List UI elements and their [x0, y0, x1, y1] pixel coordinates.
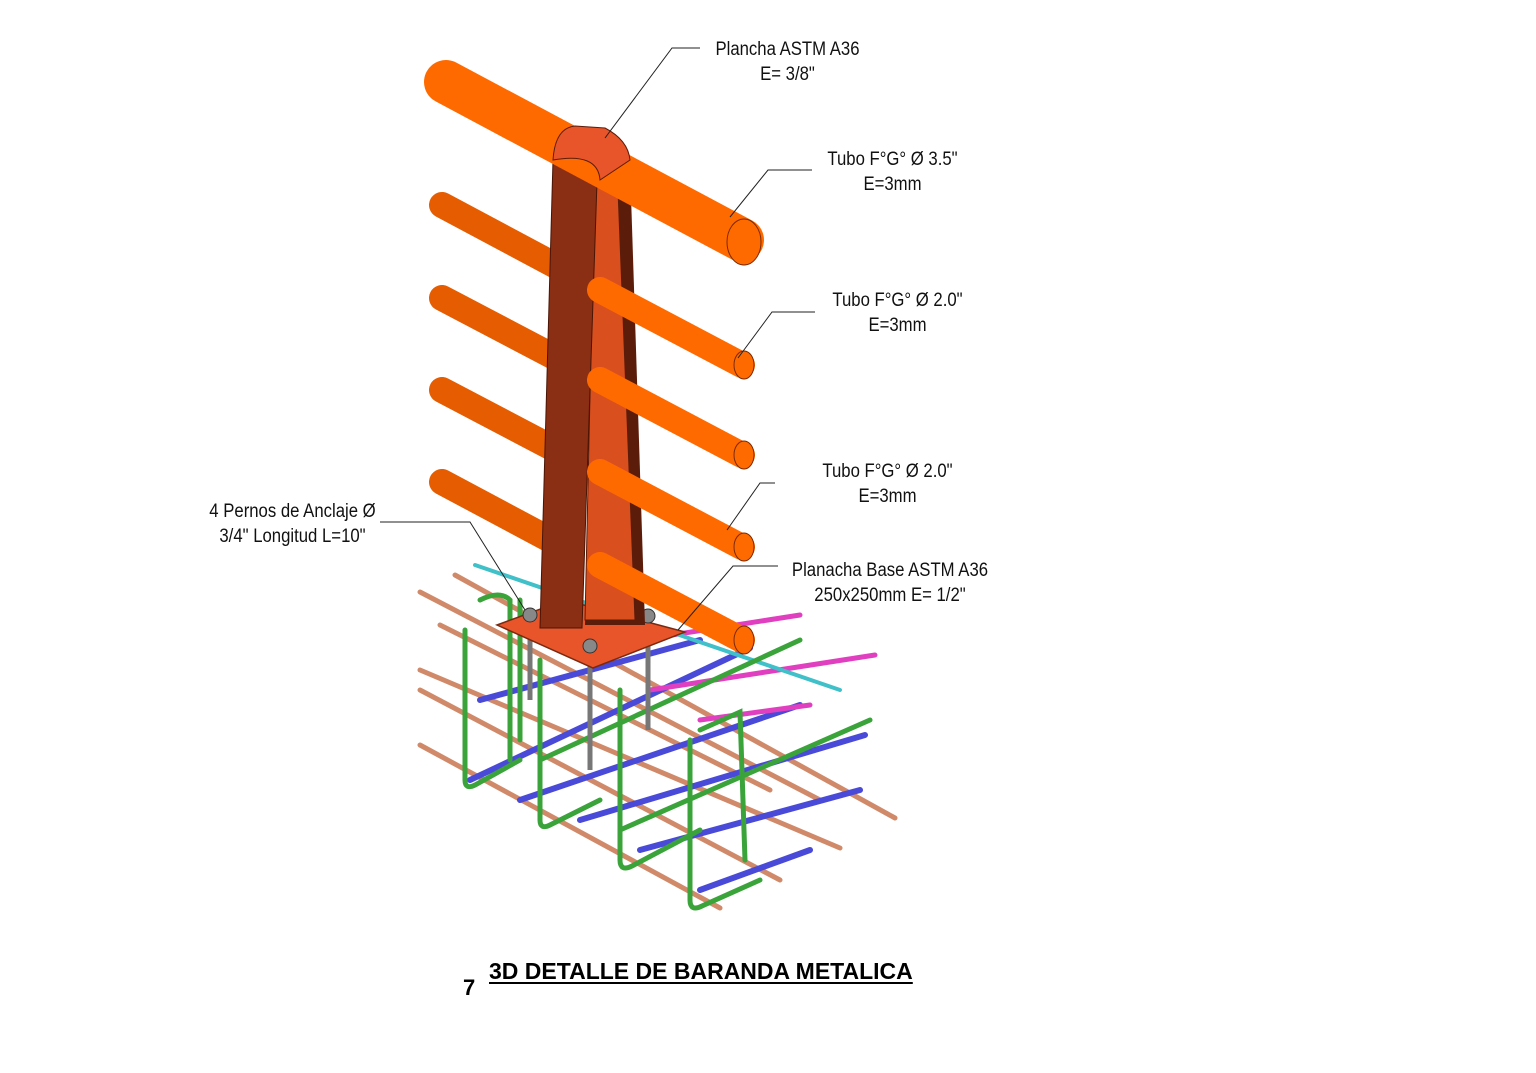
label-line: Tubo F°G° Ø 2.0" [832, 290, 963, 311]
label-line: 3/4" Longitud L=10" [219, 526, 366, 547]
label-line: E=3mm [863, 174, 922, 195]
label-line: 250x250mm E= 1/2" [814, 585, 966, 606]
label-line: Planacha Base ASTM A36 [791, 560, 989, 581]
label-line: Tubo F°G° Ø 2.0" [822, 461, 953, 482]
rails-left [429, 192, 573, 558]
label-tubo-2-0-a: Tubo F°G° Ø 2.0" E=3mm [825, 288, 970, 338]
top-rail-end-cap [726, 218, 762, 266]
rail-end-caps [733, 350, 755, 655]
label-line: 4 Pernos de Anclaje Ø [209, 501, 376, 522]
label-tubo-3-5: Tubo F°G° Ø 3.5" E=3mm [820, 147, 965, 197]
detail-number: 7 [463, 975, 476, 1000]
drawing-title: 3D DETALLE DE BARANDA METALICA [489, 958, 913, 984]
label-pernos: 4 Pernos de Anclaje Ø 3/4" Longitud L=10… [202, 499, 382, 549]
leader-lines [380, 47, 815, 631]
rails-right [587, 277, 755, 653]
label-line: E=3mm [868, 315, 927, 336]
label-plancha: Plancha ASTM A36 E= 3/8" [706, 37, 869, 87]
label-line: E=3mm [858, 486, 917, 507]
top-plate-wrap [552, 125, 631, 181]
rebar-cage [417, 563, 898, 911]
label-line: Plancha ASTM A36 [715, 39, 860, 60]
label-line: Tubo F°G° Ø 3.5" [827, 149, 958, 170]
label-base-plate: Planacha Base ASTM A36 250x250mm E= 1/2" [784, 558, 995, 608]
label-line: E= 3/8" [760, 64, 815, 85]
label-tubo-2-0-b: Tubo F°G° Ø 2.0" E=3mm [815, 459, 960, 509]
